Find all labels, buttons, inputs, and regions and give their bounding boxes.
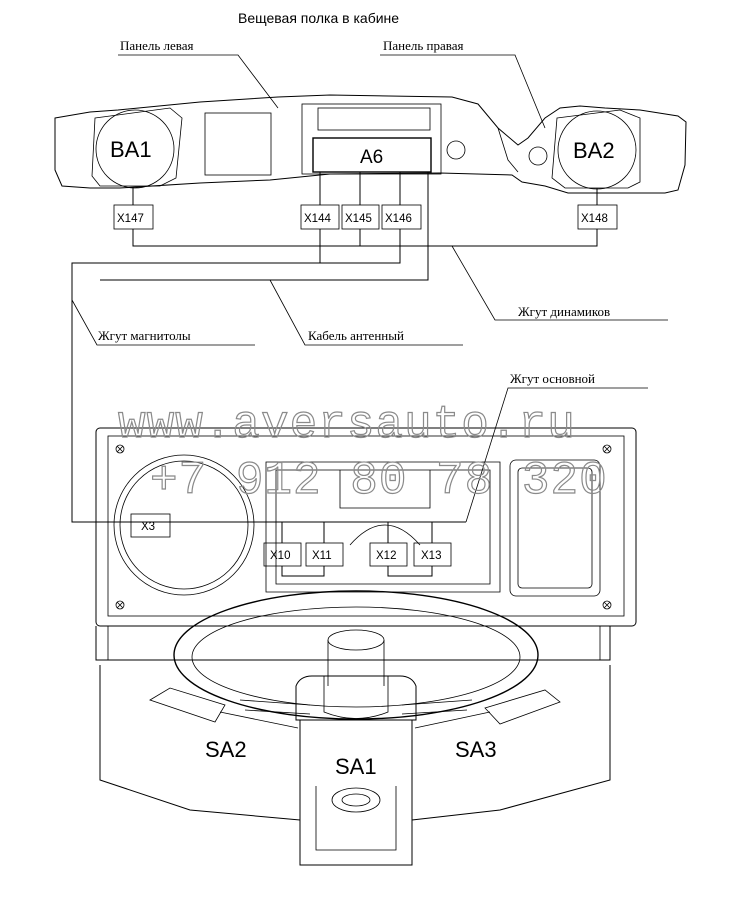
callout-harness-radio: Жгут магнитолы [71, 299, 255, 346]
switch-sa1-label: SA1 [335, 754, 377, 779]
antenna-cable-wire [100, 185, 429, 281]
connector-x3-label: X3 [141, 521, 155, 533]
speaker-ba2: BA2 [557, 110, 637, 190]
connector-x144-label: X144 [304, 213, 331, 225]
speaker-ba1-label: BA1 [110, 137, 152, 162]
speaker-ba2-label: BA2 [573, 138, 615, 163]
connector-x148: X148 [577, 188, 618, 230]
switch-sa3-label: SA3 [455, 737, 497, 762]
instrument-panel [95, 427, 637, 661]
switch-sa2-stalk [149, 687, 299, 729]
radio-harness-wire [71, 246, 466, 523]
steering-wheel [173, 590, 539, 720]
connector-x146: X146 [381, 172, 422, 230]
connector-x146-label: X146 [385, 213, 412, 225]
diagram-title: Вещевая полка в кабине [238, 10, 399, 26]
connector-x3: X3 [130, 513, 171, 538]
steering-column [295, 675, 417, 721]
switch-sa2-label: SA2 [205, 737, 247, 762]
watermark-phone: +7 912 80 78 320 [150, 455, 608, 507]
cab-lower-body [99, 665, 611, 866]
callout-panel-left: Панель левая [118, 38, 279, 109]
callout-cable-antenna-label: Кабель антенный [308, 328, 404, 343]
callout-harness-speakers-label: Жгут динамиков [518, 304, 610, 319]
connector-x13: X13 [413, 522, 452, 567]
switch-sa3-stalk [414, 689, 561, 729]
connector-x148-label: X148 [581, 213, 608, 225]
connector-x10: X10 [263, 522, 302, 567]
radio-a6: A6 [312, 137, 432, 173]
speaker-ba1: BA1 [95, 109, 175, 189]
callout-harness-speakers: Жгут динамиков [451, 245, 668, 321]
connector-x147: X147 [113, 188, 154, 230]
callout-panel-left-label: Панель левая [120, 38, 194, 53]
connector-x13-label: X13 [421, 550, 441, 562]
connector-x145-label: X145 [345, 213, 372, 225]
connector-x12-label: X12 [376, 550, 396, 562]
callout-harness-main-label: Жгут основной [510, 371, 595, 386]
callout-panel-right: Панель правая [380, 38, 546, 129]
panel-connector-tails [281, 566, 433, 577]
speaker-harness-wire [132, 229, 598, 247]
connector-x10-label: X10 [270, 550, 290, 562]
connector-x11: X11 [305, 522, 344, 567]
callout-panel-right-label: Панель правая [383, 38, 464, 53]
connector-x11-label: X11 [312, 550, 332, 562]
connector-x12: X12 [369, 522, 408, 567]
radio-a6-label: A6 [360, 147, 383, 168]
watermark-site: www.aversauto.ru [118, 399, 576, 451]
callout-cable-antenna: Кабель антенный [269, 279, 463, 346]
cab-shelf [54, 94, 687, 194]
callout-harness-radio-label: Жгут магнитолы [98, 328, 191, 343]
connector-x147-label: X147 [117, 213, 144, 225]
callout-harness-main: Жгут основной [465, 371, 648, 523]
